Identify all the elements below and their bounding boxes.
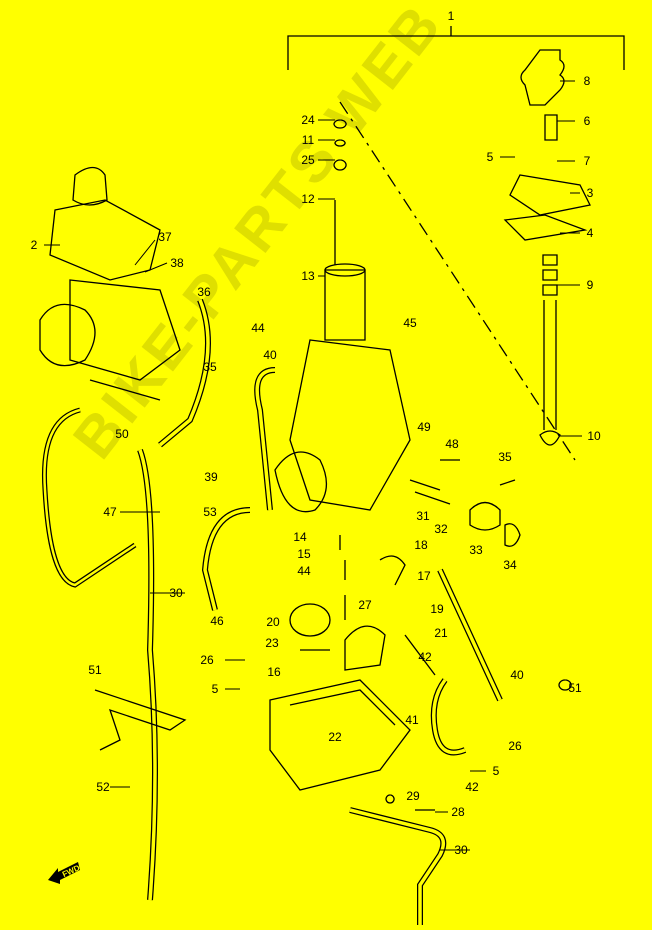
part-label-45: 45 <box>403 316 417 330</box>
hose-40-left <box>254 367 276 511</box>
part-label-11: 11 <box>301 133 315 147</box>
part-label-41: 41 <box>405 713 419 727</box>
hose-36-inner <box>158 299 210 447</box>
part-label-4: 4 <box>586 226 594 240</box>
part-label-7: 7 <box>583 154 591 168</box>
part-label-34: 34 <box>503 558 517 572</box>
part-label-21: 21 <box>434 626 448 640</box>
part-label-35: 35 <box>498 450 512 464</box>
part-label-5: 5 <box>492 764 500 778</box>
assembly-bracket <box>287 26 625 70</box>
part-label-1: 1 <box>447 9 455 23</box>
part-label-14: 14 <box>293 530 307 544</box>
part-label-35: 35 <box>203 360 217 374</box>
part-label-24: 24 <box>301 113 315 127</box>
part-label-25: 25 <box>301 153 315 167</box>
part-label-9: 9 <box>586 278 594 292</box>
part-label-47: 47 <box>103 505 117 519</box>
part-label-22: 22 <box>328 730 342 744</box>
fwd-arrow-icon: FWD <box>48 862 82 884</box>
part-label-48: 48 <box>445 437 459 451</box>
hose-30-left-inner <box>138 449 157 901</box>
part-label-13: 13 <box>301 269 315 283</box>
part-label-20: 20 <box>266 615 280 629</box>
part-label-53: 53 <box>203 505 217 519</box>
part-label-5: 5 <box>486 150 494 164</box>
part-label-8: 8 <box>583 74 591 88</box>
float-bowl <box>269 603 411 791</box>
part-label-42: 42 <box>418 650 432 664</box>
part-label-27: 27 <box>358 598 372 612</box>
part-label-33: 33 <box>469 543 483 557</box>
part-label-19: 19 <box>430 602 444 616</box>
part-label-51: 51 <box>88 663 102 677</box>
hose-40-left-inner <box>255 368 276 511</box>
part-label-26: 26 <box>200 653 214 667</box>
part-label-32: 32 <box>434 522 448 536</box>
throttle-valve-assembly <box>503 49 591 446</box>
hose-30-bottom-inner <box>349 808 446 925</box>
part-label-50: 50 <box>115 427 129 441</box>
part-label-23: 23 <box>265 636 279 650</box>
part-label-2: 2 <box>30 238 38 252</box>
part-label-10: 10 <box>587 429 601 443</box>
part-label-30: 30 <box>169 586 183 600</box>
part-label-17: 17 <box>417 569 431 583</box>
part-label-3: 3 <box>586 186 594 200</box>
part-label-15: 15 <box>297 547 311 561</box>
bracket-51 <box>94 689 187 751</box>
main-carburetor <box>274 119 411 513</box>
part-label-12: 12 <box>301 192 315 206</box>
part-label-38: 38 <box>170 256 184 270</box>
part-label-44: 44 <box>297 564 311 578</box>
part-label-16: 16 <box>267 665 281 679</box>
left-carburetor <box>39 166 181 401</box>
part-label-44: 44 <box>251 321 265 335</box>
part-label-40: 40 <box>263 348 277 362</box>
part-label-39: 39 <box>204 470 218 484</box>
hose-46-inner <box>203 508 251 611</box>
part-label-28: 28 <box>451 805 465 819</box>
part-label-52: 52 <box>96 780 110 794</box>
hose-47-inner <box>43 408 136 587</box>
part-label-26: 26 <box>508 739 522 753</box>
part-label-37: 37 <box>158 230 172 244</box>
part-label-36: 36 <box>197 285 211 299</box>
leader-lines <box>44 80 582 851</box>
part-label-5: 5 <box>211 682 219 696</box>
part-label-42: 42 <box>465 780 479 794</box>
part-label-31: 31 <box>416 509 430 523</box>
small-parts <box>339 459 572 811</box>
fwd-label: FWD <box>61 863 82 879</box>
hose-40-right-inner <box>438 569 502 701</box>
part-label-46: 46 <box>210 614 224 628</box>
part-label-51: 51 <box>568 681 582 695</box>
part-label-18: 18 <box>414 538 428 552</box>
center-line <box>339 101 576 461</box>
part-label-29: 29 <box>406 789 420 803</box>
hose-30-bottom <box>349 807 447 925</box>
part-label-30: 30 <box>454 843 468 857</box>
hose-41-inner <box>432 678 466 755</box>
part-label-6: 6 <box>583 114 591 128</box>
part-label-49: 49 <box>417 420 431 434</box>
part-label-40: 40 <box>510 668 524 682</box>
